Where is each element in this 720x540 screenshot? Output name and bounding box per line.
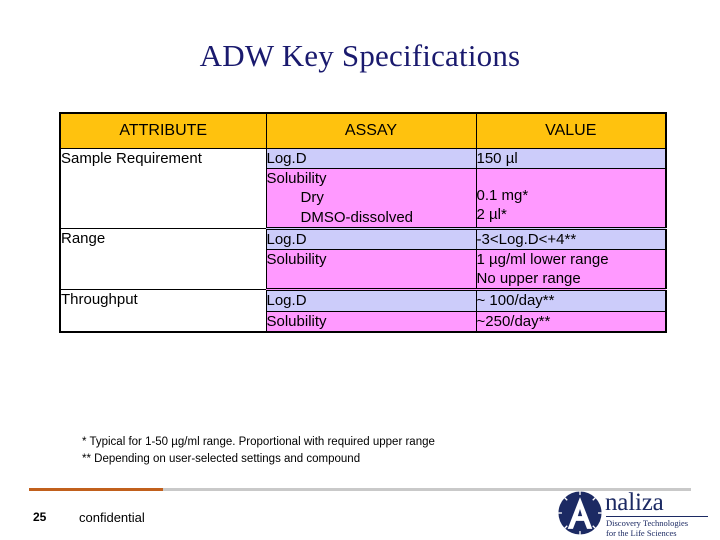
- cell-assay: Log.D: [265, 226, 477, 250]
- table-row: Range Log.D -3<Log.D<+4**: [59, 226, 667, 291]
- cell-assay: Log.D: [265, 288, 477, 312]
- column-header-assay: ASSAY: [265, 112, 477, 149]
- logo-tagline-line-2: for the Life Sciences: [606, 528, 677, 539]
- cell-value: ~ 100/day**: [475, 288, 667, 312]
- table-row: Sample Requirement Log.D 150 µl: [59, 147, 667, 229]
- cell-attribute: Sample Requirement: [59, 148, 267, 229]
- value-subitem: 1 µg/ml lower range: [476, 250, 609, 268]
- cell-value: 1 µg/ml lower range No upper range: [475, 248, 667, 291]
- column-header-attribute: ATTRIBUTE: [59, 112, 267, 149]
- specifications-table: ATTRIBUTE ASSAY VALUE Sample Requirement…: [59, 112, 667, 333]
- footer-divider-accent: [29, 488, 163, 491]
- cell-value: ~250/day**: [475, 310, 667, 333]
- cell-attribute: Range: [59, 227, 267, 291]
- analiza-circle-a-icon: [558, 491, 602, 535]
- assay-subitem: Dry: [300, 189, 324, 207]
- logo-underline: [606, 516, 708, 517]
- value-spacer: [477, 169, 666, 186]
- cell-assay: Solubility: [265, 248, 477, 291]
- table-row: Solubility ~250/day**: [60, 310, 667, 333]
- cell-assay: Solubility Dry DMSO-dissolved: [265, 168, 477, 229]
- logo-tagline-line-1: Discovery Technologies: [606, 518, 689, 528]
- footnotes: * Typical for 1-50 µg/ml range. Proporti…: [82, 434, 435, 467]
- company-logo: naliza Discovery Technologies for the Li…: [558, 489, 710, 539]
- logo-tagline: Discovery Technologies for the Life Scie…: [606, 518, 688, 539]
- cell-value: 150 µl: [475, 147, 667, 170]
- logo-wordmark: naliza: [605, 489, 664, 516]
- cell-assay: Solubility: [265, 310, 477, 333]
- confidentiality-label: confidential: [79, 510, 145, 525]
- spec-table: ATTRIBUTE ASSAY VALUE Sample Requirement…: [59, 112, 667, 333]
- assay-subitem: DMSO-dissolved: [300, 208, 414, 226]
- footer-divider: [29, 488, 691, 491]
- cell-value: -3<Log.D<+4**: [475, 226, 667, 250]
- page-title: ADW Key Specifications: [199, 38, 521, 73]
- column-header-value: VALUE: [475, 112, 667, 149]
- table-row: Solubility Dry DMSO-dissolved 0.1 mg* 2 …: [60, 168, 667, 229]
- cell-attribute: Throughput: [59, 289, 267, 333]
- value-subitem: 0.1 mg*: [476, 187, 529, 205]
- footnote-double-asterisk: ** Depending on user-selected settings a…: [82, 452, 361, 465]
- table-row: Solubility 1 µg/ml lower range No upper …: [60, 248, 667, 291]
- value-subitem: No upper range: [476, 270, 581, 288]
- table-header: ATTRIBUTE ASSAY VALUE: [59, 112, 667, 149]
- assay-label: Solubility: [266, 170, 327, 188]
- footnote-single-asterisk: * Typical for 1-50 µg/ml range. Proporti…: [82, 436, 435, 448]
- page-number: 25: [33, 510, 47, 524]
- table-header-row: ATTRIBUTE ASSAY VALUE: [59, 112, 667, 149]
- table-row: Throughput Log.D ~ 100/day**: [59, 288, 667, 333]
- cell-value: 0.1 mg* 2 µl*: [475, 168, 667, 229]
- value-subitem: 2 µl*: [476, 206, 507, 224]
- table-body: Sample Requirement Log.D 150 µl Solubili…: [59, 147, 667, 333]
- cell-assay: Log.D: [265, 147, 477, 170]
